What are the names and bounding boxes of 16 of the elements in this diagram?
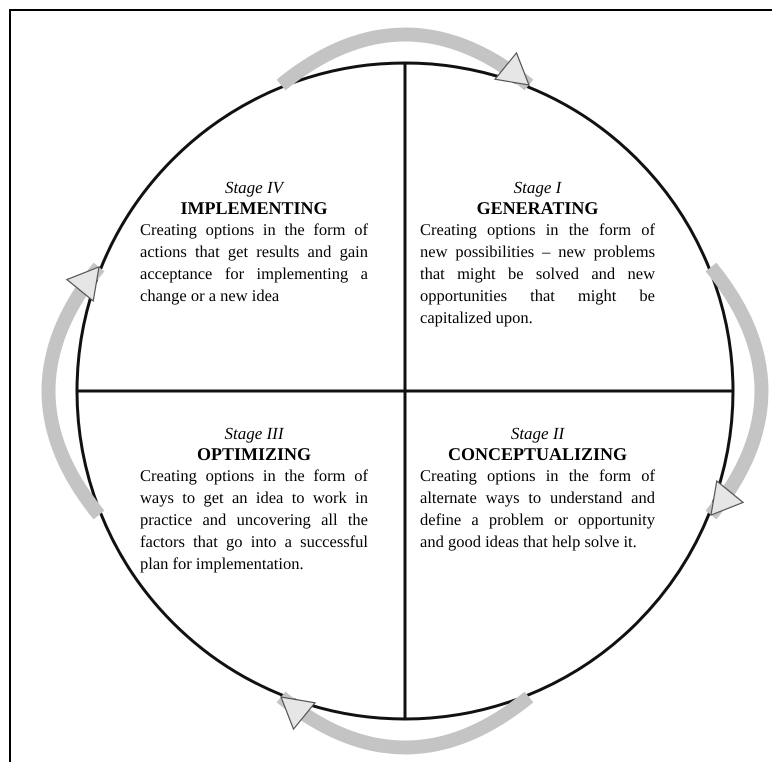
cycle-arrow — [705, 262, 768, 520]
stage-title: CONCEPTUALIZING — [448, 444, 628, 465]
stage-description: Creating options in the form of ways to get an idea to work in practice and uncovering all the factors that go into a successful plan for implementation. — [140, 465, 368, 575]
stage-title: IMPLEMENTING — [180, 198, 328, 219]
stage-number: Stage I — [514, 178, 562, 198]
stage-title: OPTIMIZING — [196, 444, 311, 465]
stage-description: Creating options in the form of alternate ways to understand and define a problem or opportunity and good ideas that help solve it. — [420, 465, 655, 553]
stage-title: GENERATING — [476, 198, 598, 219]
stage-number: Stage II — [510, 424, 564, 444]
stage-number: Stage IV — [224, 178, 284, 198]
cycle-arrow — [276, 691, 534, 754]
stage-description: Creating options in the form of new possibilities – new problems that might be solved and new opportunities that might be capitalized upon. — [420, 219, 655, 329]
stage-number: Stage III — [224, 424, 284, 444]
stage-description: Creating options in the form of actions that get results and gain acceptance for implementing a change or a new idea — [140, 219, 368, 307]
cycle-arrow — [276, 28, 534, 91]
cycle-arrow — [42, 262, 105, 520]
